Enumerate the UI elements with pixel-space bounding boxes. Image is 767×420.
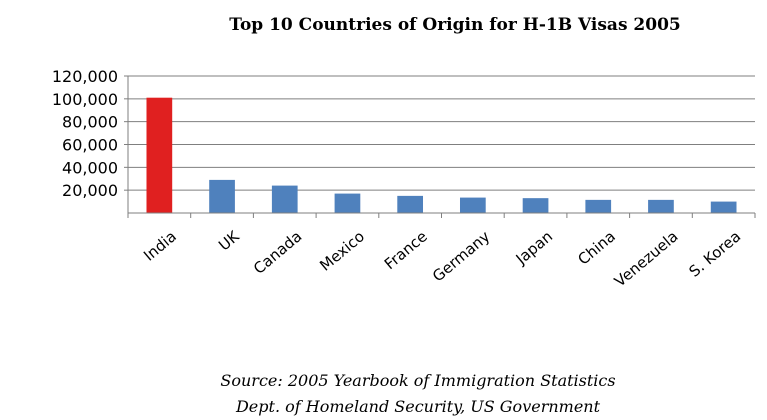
bar [209, 179, 235, 213]
bars [146, 97, 737, 213]
x-category-label: S. Korea [685, 227, 744, 280]
x-category-label: Mexico [316, 227, 368, 274]
chart-title: Top 10 Countries of Origin for H-1B Visa… [229, 15, 681, 35]
gridlines [128, 75, 755, 191]
bar [146, 97, 173, 213]
x-category-label: Canada [250, 227, 305, 277]
x-category-label: India [140, 227, 180, 264]
y-tick-label: 80,000 [62, 113, 118, 132]
x-category-label: China [574, 227, 618, 268]
bar [585, 199, 612, 213]
y-tick-label: 60,000 [62, 136, 118, 155]
x-category-label: France [381, 227, 431, 273]
bar [710, 201, 737, 213]
bar [271, 185, 298, 213]
bar [648, 199, 674, 213]
x-category-label: Germany [429, 227, 493, 285]
bar [522, 198, 549, 213]
x-category-label: Japan [512, 227, 556, 268]
y-axis-ticks: 20,000 40,000 60,000 80,000 100,000 120,000 [52, 67, 128, 200]
bar [459, 197, 486, 213]
y-tick-label: 100,000 [52, 90, 118, 109]
x-category-label: UK [215, 227, 243, 255]
axes [127, 76, 756, 218]
y-tick-label: 20,000 [62, 181, 118, 200]
y-tick-label: 40,000 [62, 158, 118, 177]
x-category-label: Venezuela [611, 227, 682, 290]
y-tick-label: 120,000 [52, 67, 118, 86]
bar [397, 195, 424, 213]
source-line-2: Dept. of Homeland Security, US Governmen… [235, 397, 601, 416]
source-line-1: Source: 2005 Yearbook of Immigration Sta… [220, 371, 615, 390]
bar [334, 193, 361, 213]
